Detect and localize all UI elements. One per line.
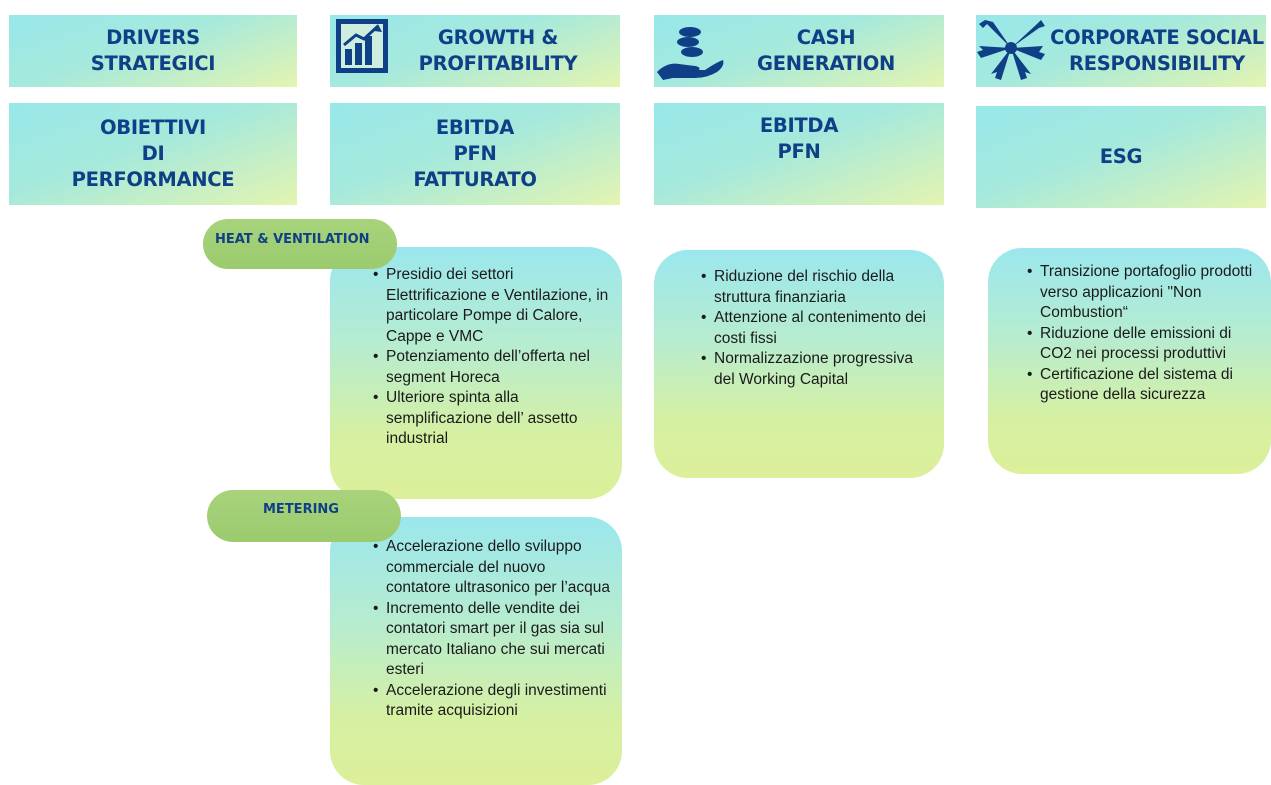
list-item: Riduzione delle emissioni di CO2 nei pro… [1027, 324, 1263, 365]
hand-coins-icon [657, 27, 724, 80]
heat-ventilation-list: Presidio dei settori Elettrificazione e … [368, 265, 612, 450]
list-item: Certificazione del sistema di gestione d… [1027, 365, 1263, 406]
csr-list: Transizione portafoglio prodotti verso a… [1022, 262, 1263, 406]
objectives-csr-box: ESG [976, 106, 1266, 208]
objectives-csr: ESG [1099, 145, 1143, 168]
metering-pill: METERING [207, 490, 401, 542]
objectives-cash-box: EBITDA PFN [654, 103, 944, 205]
list-item: Accelerazione degli investimenti tramite… [373, 681, 612, 722]
list-item: Ulteriore spinta alla semplificazione de… [373, 388, 612, 450]
metering-card: Accelerazione dello sviluppo commerciale… [330, 517, 622, 785]
joined-hands-icon [977, 20, 1045, 80]
header-drivers-label: DRIVERS STRATEGICI [90, 26, 216, 75]
bar-chart-growth-icon [336, 19, 388, 73]
header-drivers-strategici: DRIVERS STRATEGICI [9, 15, 297, 87]
header-cash-label: CASH GENERATION [756, 26, 895, 75]
metering-list: Accelerazione dello sviluppo commerciale… [368, 537, 612, 722]
list-item: Attenzione al contenimento dei costi fis… [701, 308, 934, 349]
header-csr-label: CORPORATE SOCIAL RESPONSIBILITY [1050, 26, 1264, 75]
list-item: Transizione portafoglio prodotti verso a… [1027, 262, 1263, 324]
objectives-growth: EBITDA PFN FATTURATO [413, 116, 537, 191]
objectives-cash: EBITDA PFN [759, 114, 839, 163]
heat-ventilation-title: HEAT & VENTILATION [215, 232, 370, 247]
heat-ventilation-pill: HEAT & VENTILATION [203, 219, 397, 269]
metering-title: METERING [263, 502, 339, 517]
list-item: Presidio dei settori Elettrificazione e … [373, 265, 612, 347]
list-item: Incremento delle vendite dei contatori s… [373, 599, 612, 681]
list-item: Normalizzazione progressiva del Working … [701, 349, 934, 390]
cash-generation-list: Riduzione del rischio della struttura fi… [696, 267, 934, 390]
heat-ventilation-card: Presidio dei settori Elettrificazione e … [330, 247, 622, 499]
cash-generation-card: Riduzione del rischio della struttura fi… [654, 250, 944, 478]
header-growth-label: GROWTH & PROFITABILITY [418, 26, 578, 75]
objectives-growth-box: EBITDA PFN FATTURATO [330, 103, 620, 205]
objectives-label: OBIETTIVI DI PERFORMANCE [71, 116, 235, 191]
objectives-label-box: OBIETTIVI DI PERFORMANCE [9, 103, 297, 205]
csr-card: Transizione portafoglio prodotti verso a… [988, 248, 1271, 474]
list-item: Potenziamento dell’offerta nel segment H… [373, 347, 612, 388]
list-item: Riduzione del rischio della struttura fi… [701, 267, 934, 308]
list-item: Accelerazione dello sviluppo commerciale… [373, 537, 612, 599]
